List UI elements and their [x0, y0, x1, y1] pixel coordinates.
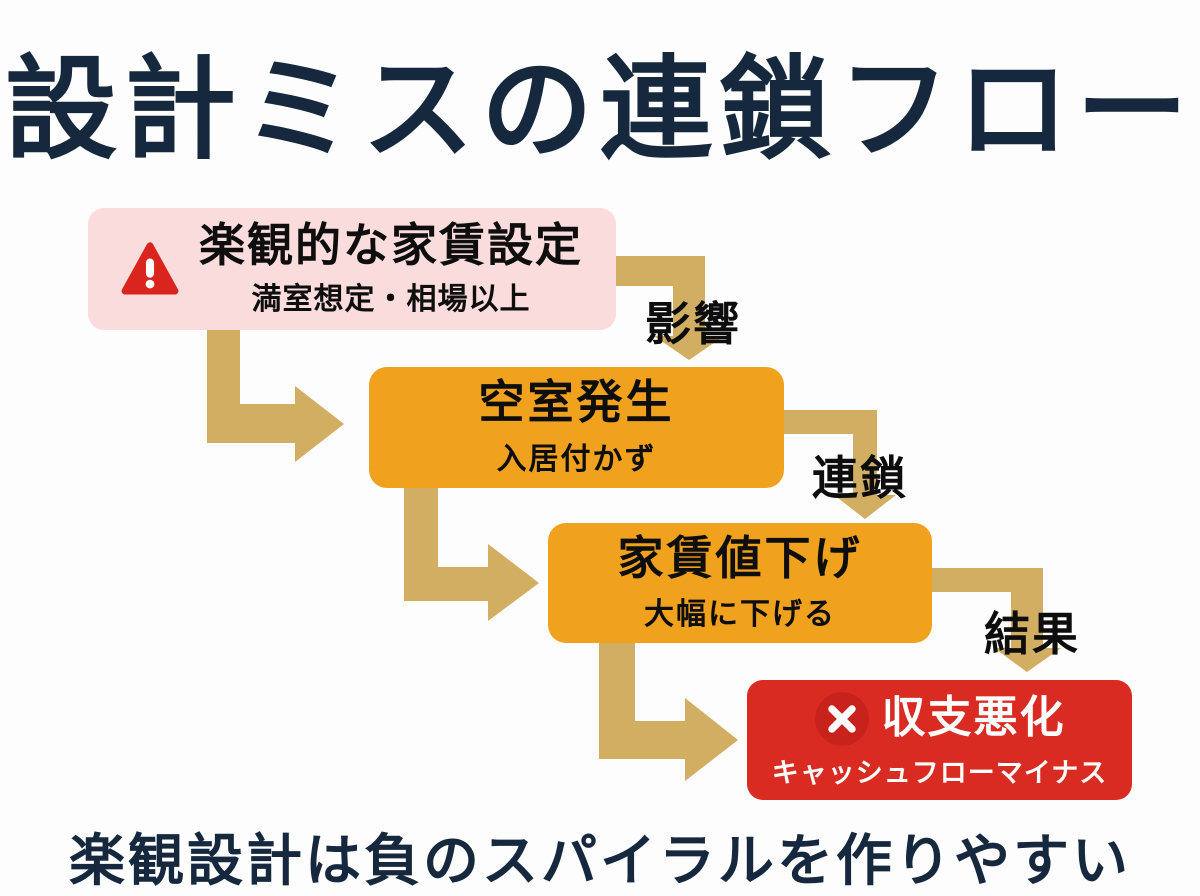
warning-triangle-icon	[121, 242, 179, 295]
node-subtitle: 満室想定・相場以上	[251, 283, 531, 317]
node-subtitle: キャッシュフローマイナス	[771, 757, 1108, 788]
node-subtitle: 入居付かず	[496, 442, 657, 476]
x-circle-icon	[814, 691, 869, 746]
node-deficit: 収支悪化 キャッシュフローマイナス	[747, 680, 1132, 800]
edge-label-chain: 連鎖	[812, 452, 908, 504]
node-optimistic-rent: 楽観的な家賃設定 満室想定・相場以上	[88, 208, 616, 330]
result-title-row: 収支悪化	[814, 691, 1066, 747]
footer-message: 楽観設計は負のスパイラルを作りやすい	[69, 829, 1131, 892]
node-title: 楽観的な家賃設定	[199, 218, 583, 271]
edge-label-impact: 影響	[645, 298, 741, 350]
node-title: 家賃値下げ	[617, 531, 863, 584]
arrow-rentcut-to-deficit-elbow	[599, 643, 738, 781]
page-title: 設計ミスの連鎖フロー	[5, 47, 1195, 172]
node-vacancy: 空室発生 入居付かず	[369, 367, 784, 488]
node-rent-cut: 家賃値下げ 大幅に下げる	[548, 523, 932, 643]
arrow-cause-to-vacancy-elbow	[207, 328, 344, 462]
arrow-vacancy-to-rentcut-down	[780, 410, 896, 519]
arrow-vacancy-to-rentcut-elbow	[404, 484, 539, 621]
arrow-rentcut-to-deficit-down	[928, 568, 1061, 672]
node-text: 楽観的な家賃設定 満室想定・相場以上	[199, 220, 583, 319]
node-title: 空室発生	[478, 376, 675, 429]
node-title: 収支悪化	[881, 693, 1066, 743]
edge-label-result: 結果	[984, 608, 1080, 660]
arrow-cause-to-vacancy-down	[612, 256, 724, 360]
node-subtitle: 大幅に下げる	[644, 598, 836, 632]
